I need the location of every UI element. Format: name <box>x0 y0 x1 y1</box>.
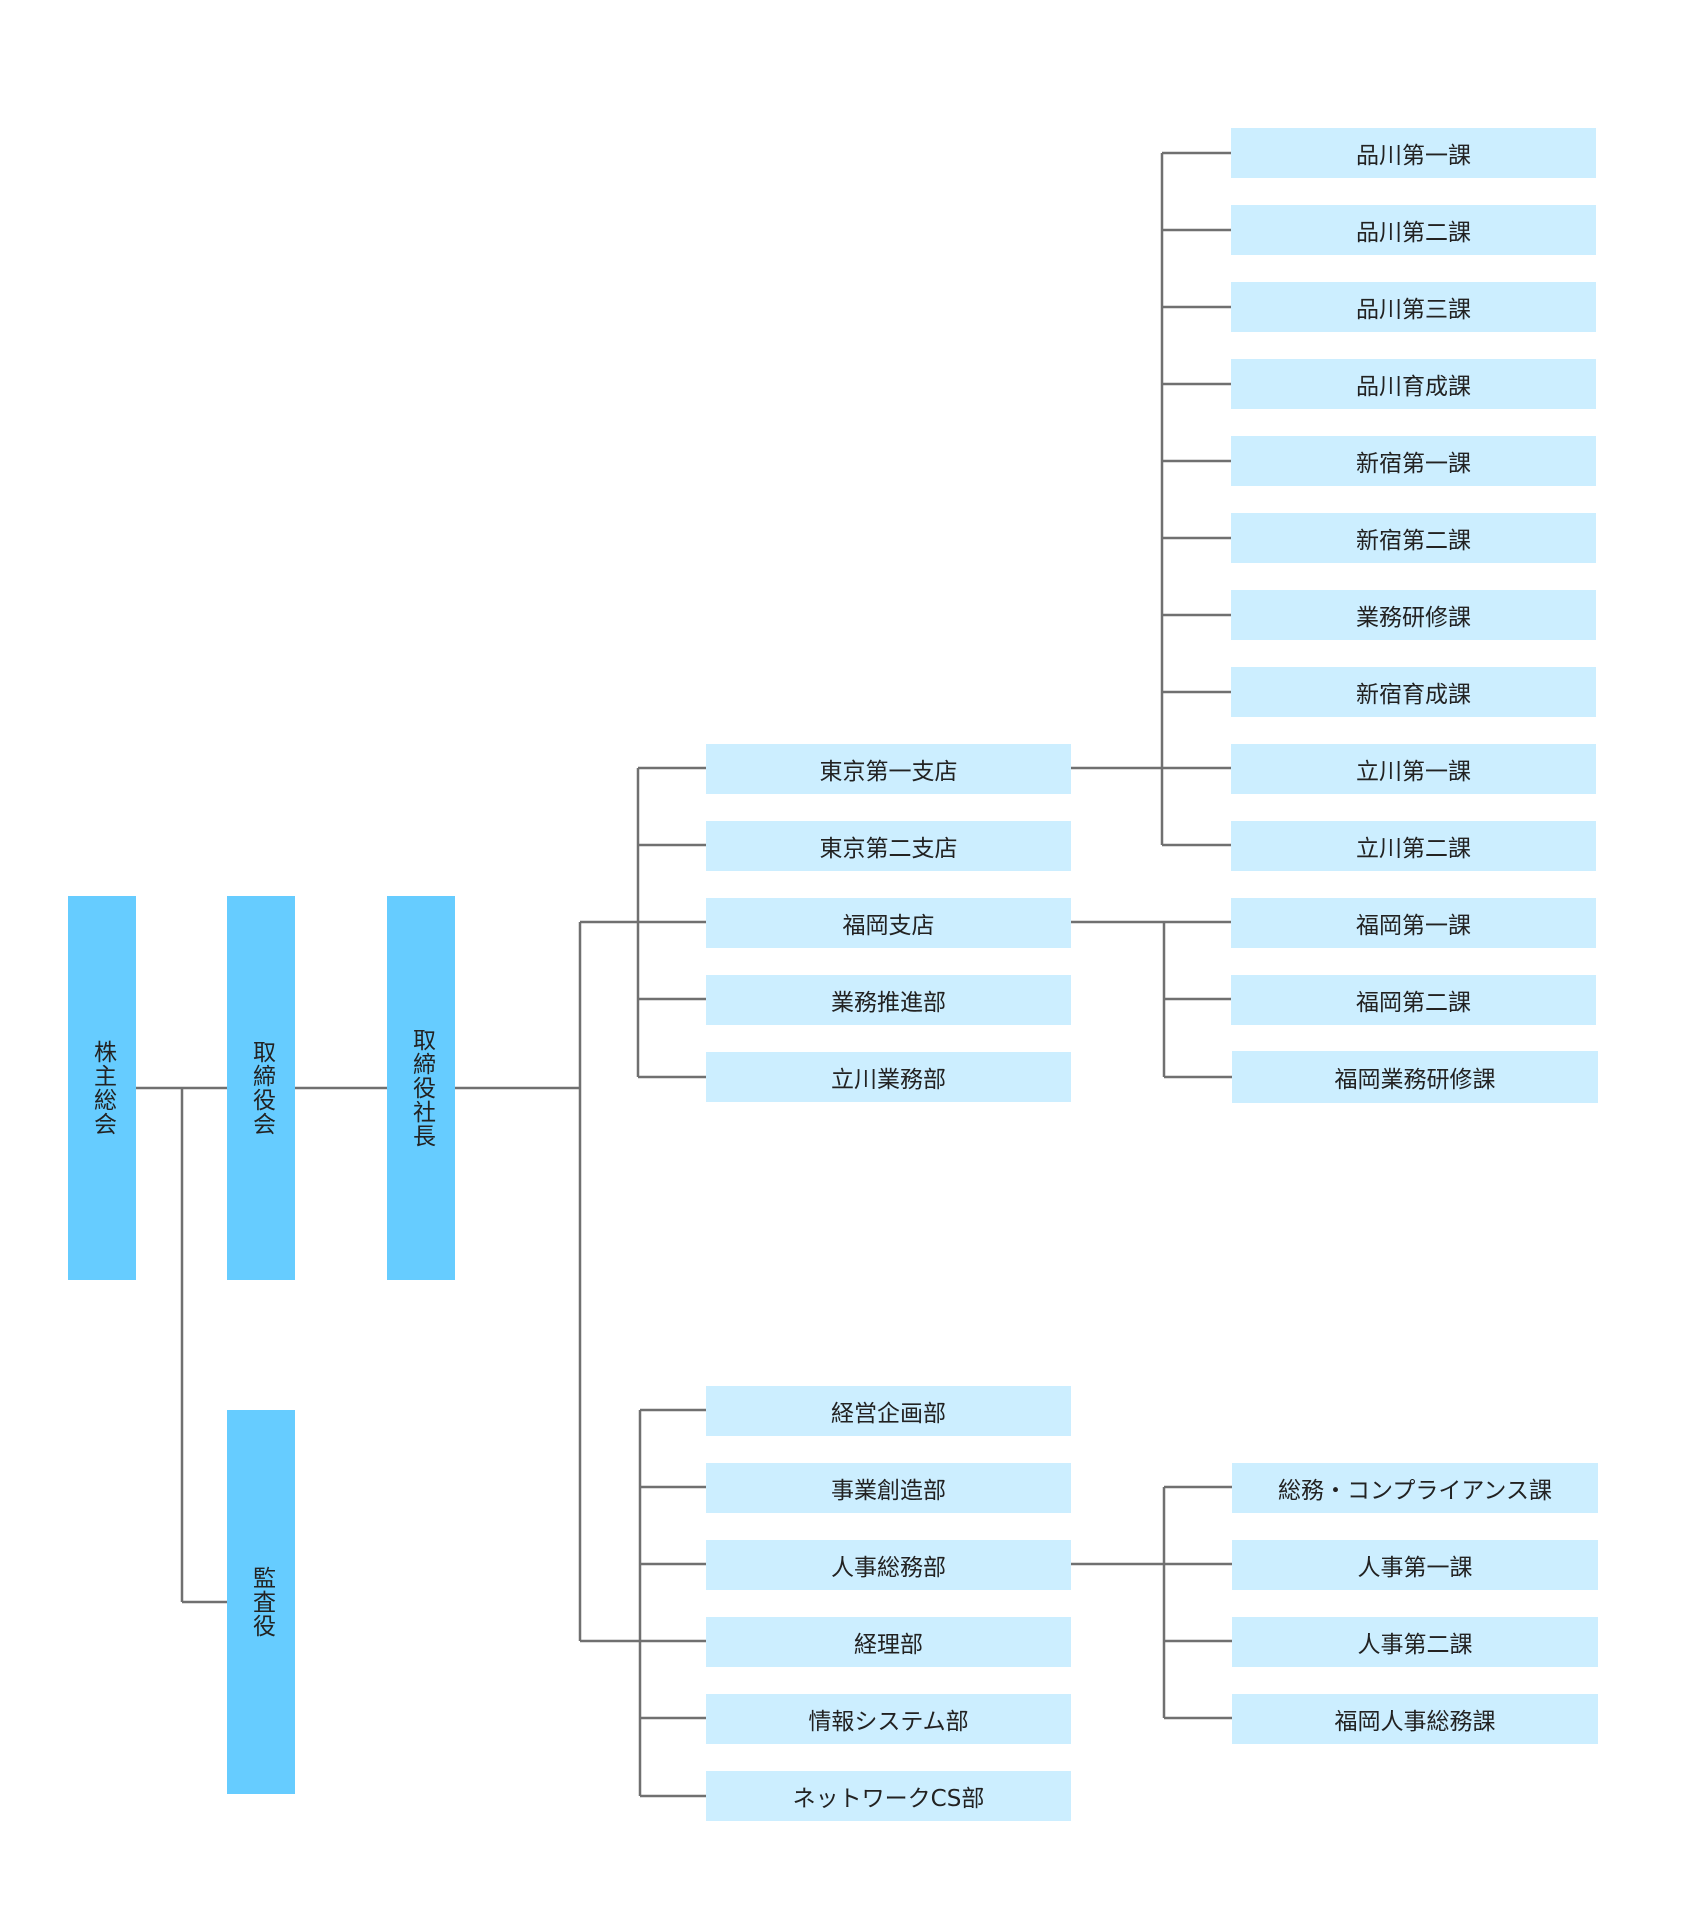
section-label: 新宿育成課 <box>1356 682 1471 708</box>
department-label: 経理部 <box>854 1632 923 1658</box>
branch-label: 東京第二支店 <box>819 836 958 862</box>
section-box: 福岡業務研修課 <box>1232 1051 1598 1103</box>
department-label: 情報システム部 <box>808 1709 969 1735</box>
branch-label: 立川業務部 <box>831 1067 946 1093</box>
section-label: 福岡人事総務課 <box>1334 1709 1496 1735</box>
section-box: 福岡第二課 <box>1231 975 1596 1025</box>
president-label: 取締役社長 <box>408 1028 435 1148</box>
section-box: 品川第一課 <box>1231 128 1596 178</box>
department-box: 事業創造部 <box>706 1463 1071 1513</box>
department-box: 人事総務部 <box>706 1540 1071 1590</box>
section-box: 品川第二課 <box>1231 205 1596 255</box>
branch-box: 東京第二支店 <box>706 821 1071 871</box>
section-box: 新宿第二課 <box>1231 513 1596 563</box>
department-label: ネットワークCS部 <box>792 1786 985 1812</box>
section-box: 総務・コンプライアンス課 <box>1232 1463 1598 1513</box>
branch-box: 福岡支店 <box>706 898 1071 948</box>
board-of-directors-label: 取締役会 <box>248 1040 275 1136</box>
section-label: 立川第二課 <box>1356 836 1471 862</box>
department-box: 経理部 <box>706 1617 1071 1667</box>
section-label: 品川第二課 <box>1356 220 1471 246</box>
section-label: 福岡業務研修課 <box>1334 1067 1496 1093</box>
section-box: 立川第一課 <box>1231 744 1596 794</box>
department-box: ネットワークCS部 <box>706 1771 1071 1821</box>
section-box: 新宿第一課 <box>1231 436 1596 486</box>
section-box: 福岡人事総務課 <box>1232 1694 1598 1744</box>
section-label: 立川第一課 <box>1356 759 1471 785</box>
branch-box: 立川業務部 <box>706 1052 1071 1102</box>
department-box: 情報システム部 <box>706 1694 1071 1744</box>
shareholders-meeting-label: 株主総会 <box>89 1040 116 1136</box>
branch-label: 業務推進部 <box>831 990 946 1016</box>
department-label: 経営企画部 <box>831 1401 946 1427</box>
president-box: 取締役社長 <box>387 896 455 1280</box>
section-label: 新宿第一課 <box>1356 451 1471 477</box>
department-label: 事業創造部 <box>831 1478 946 1504</box>
section-box: 福岡第一課 <box>1231 898 1596 948</box>
branch-label: 東京第一支店 <box>819 759 958 785</box>
section-box: 品川育成課 <box>1231 359 1596 409</box>
section-label: 品川第一課 <box>1356 143 1471 169</box>
section-label: 新宿第二課 <box>1356 528 1471 554</box>
section-label: 福岡第二課 <box>1356 990 1471 1016</box>
branch-box: 東京第一支店 <box>706 744 1071 794</box>
auditor-box: 監査役 <box>227 1410 295 1794</box>
section-label: 総務・コンプライアンス課 <box>1278 1478 1552 1504</box>
section-box: 品川第三課 <box>1231 282 1596 332</box>
section-label: 品川第三課 <box>1356 297 1471 323</box>
branch-label: 福岡支店 <box>842 913 935 939</box>
section-box: 人事第一課 <box>1232 1540 1598 1590</box>
section-box: 立川第二課 <box>1231 821 1596 871</box>
section-label: 人事第二課 <box>1357 1632 1473 1658</box>
section-label: 人事第一課 <box>1357 1555 1473 1581</box>
section-box: 新宿育成課 <box>1231 667 1596 717</box>
department-label: 人事総務部 <box>831 1555 946 1581</box>
section-box: 人事第二課 <box>1232 1617 1598 1667</box>
board-of-directors-box: 取締役会 <box>227 896 295 1280</box>
section-label: 業務研修課 <box>1356 605 1471 631</box>
section-box: 業務研修課 <box>1231 590 1596 640</box>
shareholders-meeting-box: 株主総会 <box>68 896 136 1280</box>
department-box: 経営企画部 <box>706 1386 1071 1436</box>
section-label: 品川育成課 <box>1356 374 1471 400</box>
section-label: 福岡第一課 <box>1356 913 1471 939</box>
auditor-label: 監査役 <box>248 1566 275 1638</box>
branch-box: 業務推進部 <box>706 975 1071 1025</box>
